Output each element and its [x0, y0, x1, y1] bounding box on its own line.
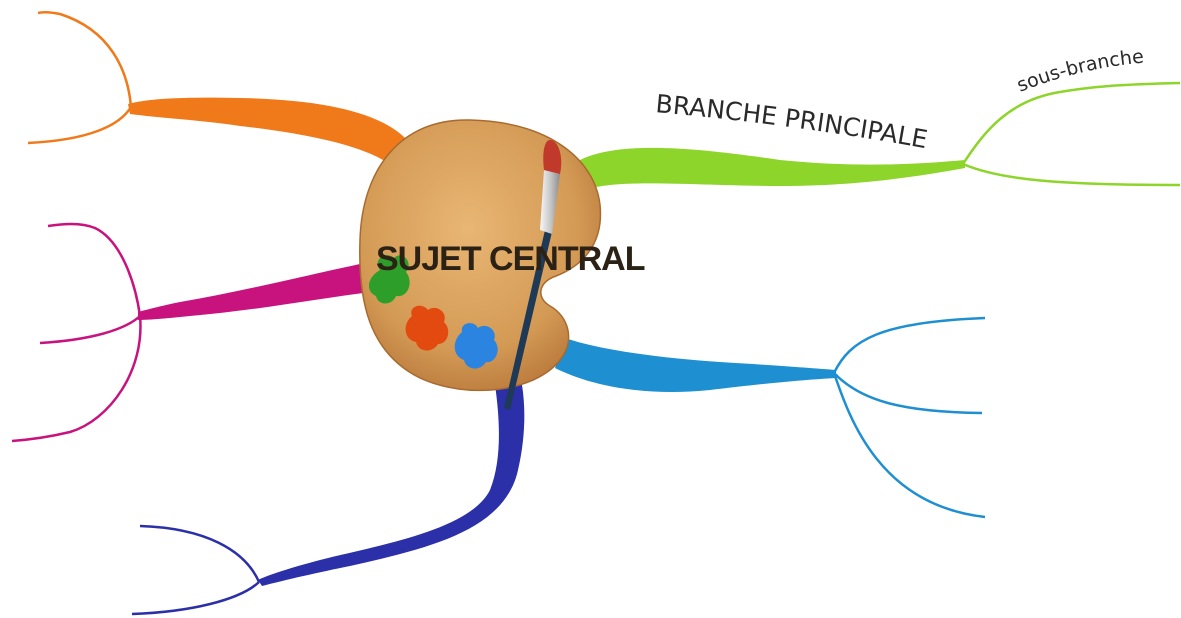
branch-label-main: BRANCHE PRINCIPALE: [655, 89, 930, 154]
sub-branch-green-2: [962, 162, 1181, 187]
branch-orange: [27, 11, 415, 172]
branch-navy: [131, 385, 525, 616]
orange-paint-blob: [405, 305, 449, 351]
sub-branch-green-1: [961, 81, 1181, 165]
sub-branch-orange-1: [37, 11, 133, 108]
green-paint-blob: [368, 255, 410, 304]
central-topic: SUJET CENTRAL: [359, 119, 646, 410]
branch-blue: [555, 316, 986, 519]
sub-branch-blue-1: [832, 316, 986, 374]
blue-paint-blob: [454, 323, 498, 369]
brush-ferrule: [540, 170, 560, 234]
paint-palette-icon: [359, 119, 602, 410]
sub-branch-magenta-3: [11, 315, 142, 443]
main-branch-magenta: [138, 262, 372, 320]
brush-handle: [504, 230, 552, 410]
sub-branch-orange-2: [27, 106, 133, 145]
sub-branch-navy-2: [131, 581, 260, 616]
main-branch-blue: [555, 338, 836, 392]
branch-magenta: [11, 222, 372, 443]
main-branch-green: [580, 147, 965, 190]
paintbrush-icon: [504, 140, 562, 410]
main-branch-orange: [128, 97, 415, 172]
sub-branch-magenta-1: [47, 222, 142, 317]
sub-branch-navy-1: [139, 524, 261, 583]
branch-label-text: BRANCHE PRINCIPALE: [655, 89, 930, 154]
sub-branch-blue-2: [833, 372, 983, 415]
main-branch-navy: [258, 385, 525, 586]
sub-branch-blue-3: [832, 372, 986, 519]
sub-branch-magenta-2: [39, 315, 141, 345]
brush-tip: [543, 140, 562, 174]
central-topic-label: SUJET CENTRAL: [376, 240, 645, 278]
branch-green: BRANCHE PRINCIPALE sous-branche: [580, 46, 1181, 190]
